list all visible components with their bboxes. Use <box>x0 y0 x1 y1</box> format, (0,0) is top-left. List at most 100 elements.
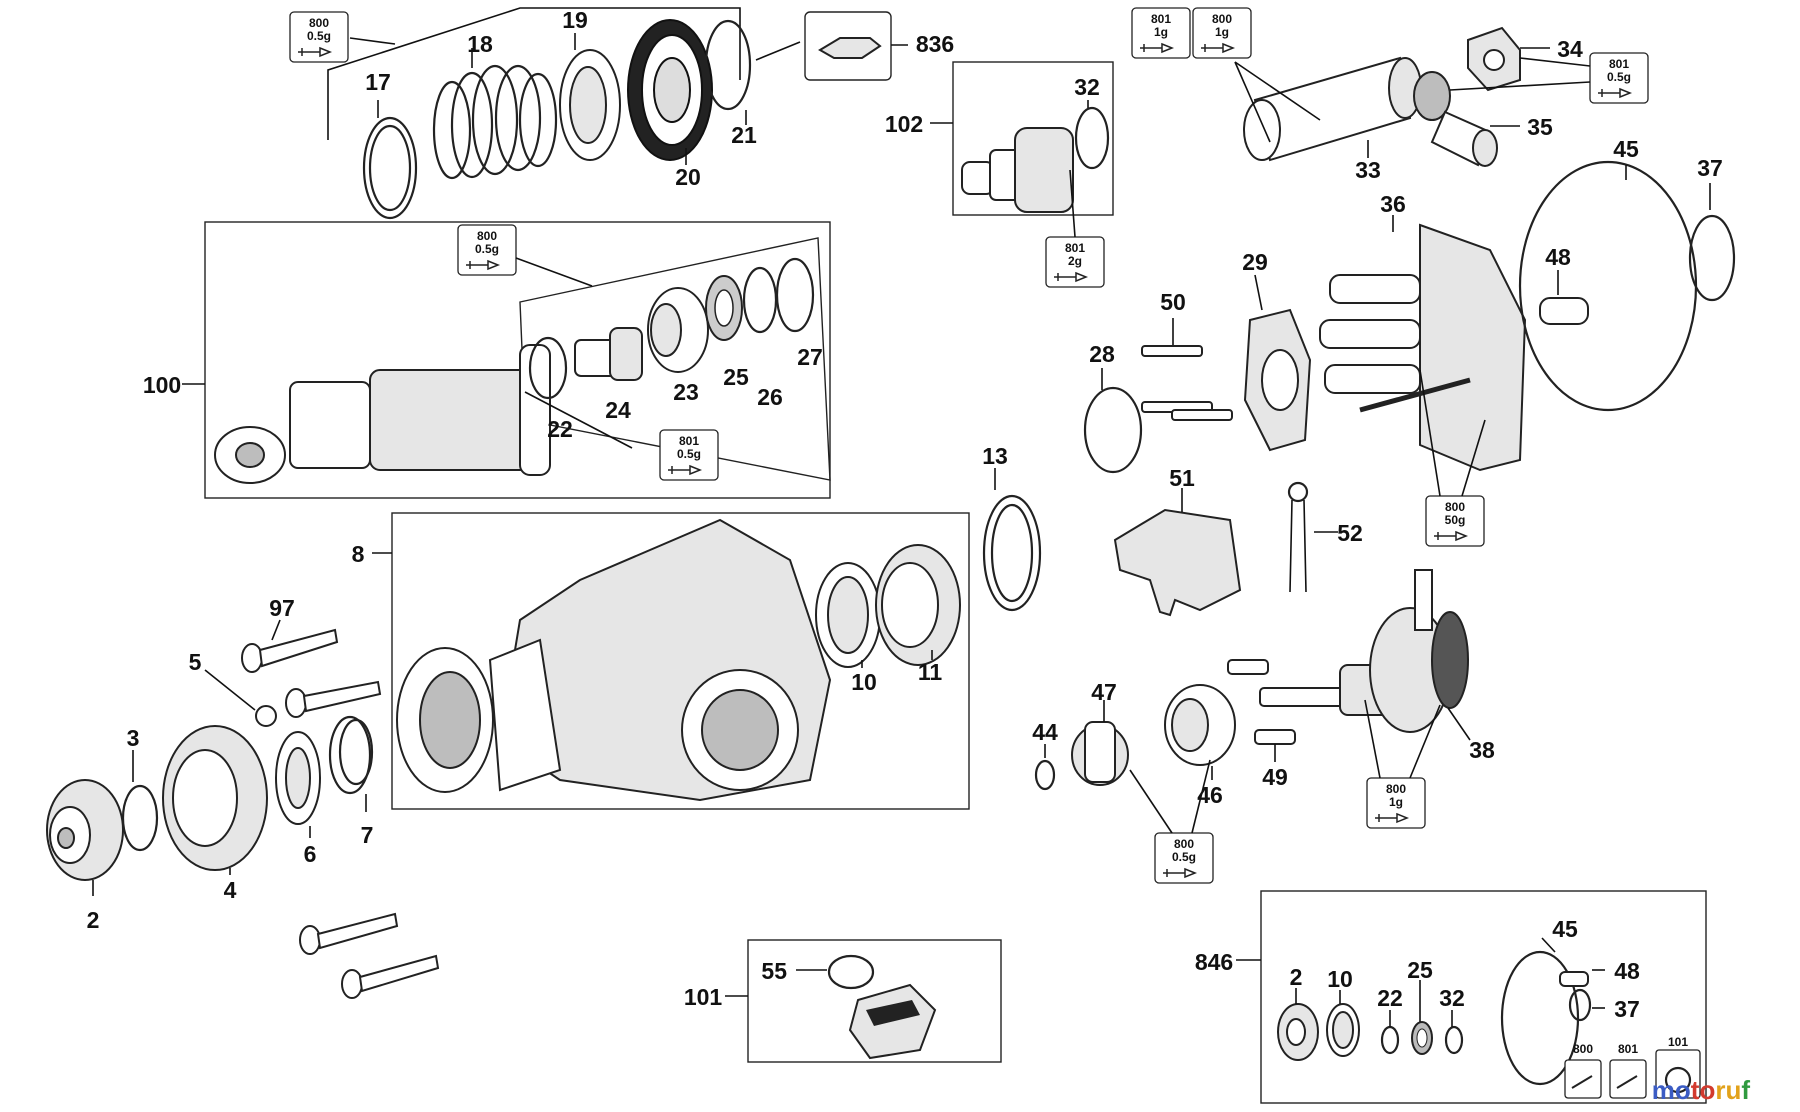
part-28-oring <box>1083 386 1143 474</box>
part-7-spring <box>328 715 374 795</box>
part-13-washer <box>982 494 1042 612</box>
grease-tag-102: 801 2g <box>1045 236 1105 288</box>
callout-19: 19 <box>562 7 588 33</box>
svg-text:0.5g: 0.5g <box>1172 850 1196 864</box>
part-22-washer <box>528 336 568 400</box>
kit-tag-800: 800 <box>1573 1042 1593 1056</box>
svg-text:800: 800 <box>1212 12 1232 26</box>
kit-part-2 <box>1277 1003 1319 1061</box>
svg-text:801: 801 <box>1065 241 1085 255</box>
callout-34: 34 <box>1557 36 1583 62</box>
callout-22: 22 <box>547 416 573 442</box>
svg-text:0.5g: 0.5g <box>677 447 701 461</box>
part-8-gear-housing <box>396 518 832 802</box>
cylinder-33-group: 801 1g 800 1g 801 0.5g 33 34 35 <box>1131 7 1649 183</box>
brand-watermark: motoruf <box>1651 1075 1750 1105</box>
grease-tag-47: 800 0.5g <box>1154 832 1214 884</box>
callout-846: 846 <box>1195 949 1233 975</box>
part-45-gasket <box>1518 160 1698 412</box>
kit-callout-10: 10 <box>1327 966 1353 992</box>
part-25-oring <box>705 275 743 341</box>
part-836-clip <box>804 11 892 81</box>
callout-20: 20 <box>675 164 701 190</box>
kit-callout-37: 37 <box>1614 996 1640 1022</box>
part-6-ring <box>275 731 321 825</box>
grease-tag-33b: 800 1g <box>1192 7 1252 59</box>
part-101-cap <box>848 983 937 1060</box>
callout-33: 33 <box>1355 157 1381 183</box>
kit-callout-48: 48 <box>1614 958 1640 984</box>
kit-part-32 <box>1444 1025 1464 1055</box>
part-19-collar <box>559 49 621 161</box>
kit-part-48 <box>1559 971 1589 987</box>
housing-8-group: 8 10 11 <box>352 512 970 810</box>
callout-97: 97 <box>269 595 295 621</box>
callout-32: 32 <box>1074 74 1100 100</box>
top-assembly-group: 800 0.5g 17 18 19 20 21 836 <box>289 7 954 220</box>
grease-tag-top: 800 0.5g <box>289 11 349 63</box>
callout-48: 48 <box>1545 244 1571 270</box>
kit-callout-2: 2 <box>1290 964 1303 990</box>
svg-text:1g: 1g <box>1215 25 1229 39</box>
part-23-sleeve <box>647 287 709 373</box>
assembly-102-group: 801 2g 102 32 <box>885 61 1114 288</box>
part-97-screw-4 <box>341 954 440 999</box>
grease-tag-38: 800 1g <box>1366 777 1426 829</box>
callout-100: 100 <box>143 372 181 398</box>
part-97-screw-3 <box>299 912 399 955</box>
callout-25: 25 <box>723 364 749 390</box>
part-48-pin <box>1539 297 1589 325</box>
part-49-screws <box>1227 659 1296 745</box>
part-46-sleeve <box>1164 684 1236 766</box>
part-4-collar <box>162 725 268 871</box>
part-24-piston <box>574 327 643 381</box>
part-17-ring <box>362 116 418 220</box>
svg-text:800: 800 <box>1386 782 1406 796</box>
assembly-101-group: 55 101 <box>684 939 1002 1063</box>
kit-part-10 <box>1326 1003 1360 1057</box>
callout-8: 8 <box>352 541 365 567</box>
part-10-bearing-seal <box>815 562 881 668</box>
part-35-pin <box>1430 110 1498 167</box>
part-100-spindle <box>214 344 551 484</box>
part-26-ring <box>742 266 778 334</box>
kit-tag-801: 801 <box>1618 1042 1638 1056</box>
part-33-cylinder <box>1243 56 1451 162</box>
callout-52: 52 <box>1337 520 1363 546</box>
part-27-circlip <box>775 257 815 333</box>
callout-17: 17 <box>365 69 391 95</box>
svg-text:801: 801 <box>1609 57 1629 71</box>
callout-23: 23 <box>673 379 699 405</box>
callout-7: 7 <box>361 822 374 848</box>
housing-36-group: 800 50g 36 45 37 48 29 50 28 <box>1083 136 1736 547</box>
svg-text:800: 800 <box>309 16 329 30</box>
part-55-oring <box>827 954 875 990</box>
part-50-screws <box>1141 345 1233 421</box>
callout-18: 18 <box>467 31 493 57</box>
kit-part-25 <box>1411 1021 1433 1055</box>
kit-part-22 <box>1380 1025 1400 1055</box>
part-32-oring <box>1074 106 1110 170</box>
svg-text:801: 801 <box>679 434 699 448</box>
assembly-100-group: 800 0.5g 801 0.5g 100 22 24 23 25 26 27 <box>143 221 831 499</box>
part-44-washer <box>1034 759 1056 791</box>
callout-5: 5 <box>189 649 202 675</box>
part-102-piston <box>961 127 1074 213</box>
callout-51: 51 <box>1169 465 1195 491</box>
grease-tag-34: 801 0.5g <box>1589 52 1649 104</box>
callout-24: 24 <box>605 397 631 423</box>
part-21-circlip <box>704 19 752 111</box>
kit-callout-22: 22 <box>1377 985 1403 1011</box>
svg-text:2g: 2g <box>1068 254 1082 268</box>
callout-3: 3 <box>127 725 140 751</box>
callout-13: 13 <box>982 443 1008 469</box>
callout-38: 38 <box>1469 737 1495 763</box>
kit-part-45 <box>1500 950 1580 1086</box>
callout-21: 21 <box>731 122 757 148</box>
kit-callout-32: 32 <box>1439 985 1465 1011</box>
part-3-ring <box>121 784 159 852</box>
kit-part-101 <box>1655 1049 1701 1099</box>
callout-27: 27 <box>797 344 823 370</box>
kit-grease-800 <box>1564 1059 1602 1099</box>
part-5-ball <box>255 705 277 727</box>
